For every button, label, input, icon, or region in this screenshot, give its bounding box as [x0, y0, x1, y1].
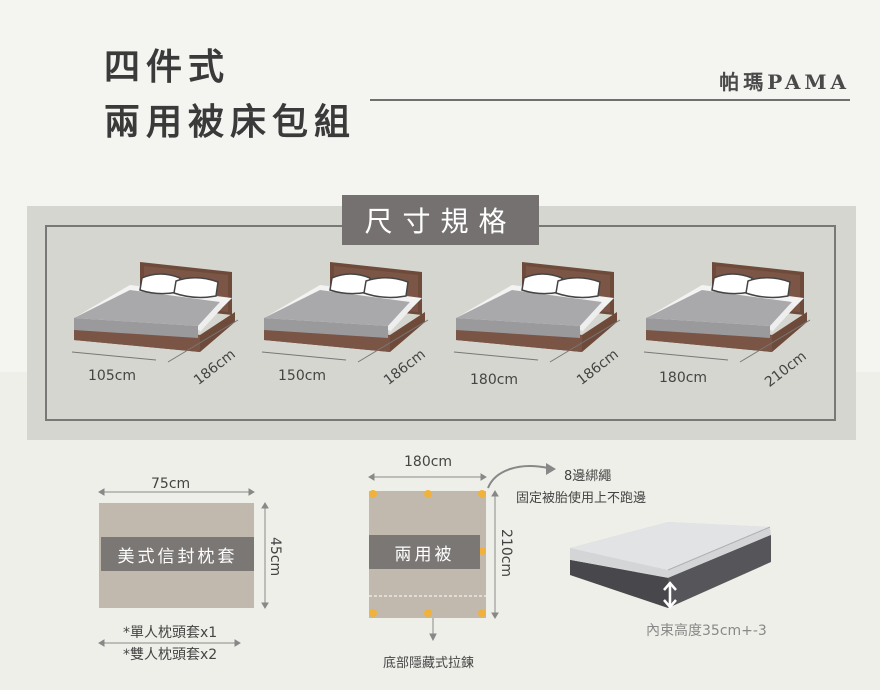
bed-illustration-4: [643, 262, 811, 363]
size-badge: 尺寸規格: [342, 195, 539, 245]
pillowcase-width-label: 75cm: [151, 476, 191, 492]
fitted-sheet-illustration: [570, 522, 771, 608]
mattress-height-arrow: [663, 581, 677, 609]
pillowcase-width-arrow: [98, 488, 255, 496]
bed4-width-label: 180cm: [659, 370, 708, 386]
page-title-line2: 兩用被床包組: [104, 101, 357, 143]
zipper-pointer: [429, 618, 437, 642]
bed-illustration-1: [71, 262, 239, 363]
fitted-sheet-height-note: 內束高度35cm+-3: [646, 623, 767, 639]
ties-curve-arrow: [487, 465, 549, 489]
bed-illustration-2: [261, 262, 429, 363]
pillowcase-note-arrow: [98, 639, 241, 647]
pillowcase-note-single: *單人枕頭套x1: [123, 625, 218, 641]
duvet-width-arrow: [368, 473, 487, 481]
pillowcase-note-double: *雙人枕頭套x2: [123, 647, 218, 663]
pillowcase-height-label: 45cm: [267, 537, 283, 577]
title-divider: [370, 99, 850, 101]
duvet-width-label: 180cm: [404, 454, 453, 470]
zipper-note: 底部隱藏式拉鍊: [383, 656, 475, 671]
ties-title: 8邊綁繩: [564, 469, 612, 484]
ties-description: 固定被胎使用上不跑邊: [516, 491, 647, 506]
bed-illustration-3: [453, 262, 621, 363]
duvet-height-label: 210cm: [498, 529, 514, 578]
bed2-width-label: 150cm: [278, 368, 327, 384]
page-title-line1: 四件式: [104, 46, 231, 88]
bed3-width-label: 180cm: [470, 372, 519, 388]
pillowcase-label: 美式信封枕套: [101, 537, 254, 571]
duvet-height-arrow: [491, 490, 499, 619]
bed1-width-label: 105cm: [88, 368, 137, 384]
duvet-label: 兩用被: [369, 535, 480, 569]
brand-name: 帕瑪PAMA: [719, 70, 850, 94]
pillowcase-height-arrow: [261, 502, 269, 609]
ties-arrow-head: [546, 463, 556, 475]
